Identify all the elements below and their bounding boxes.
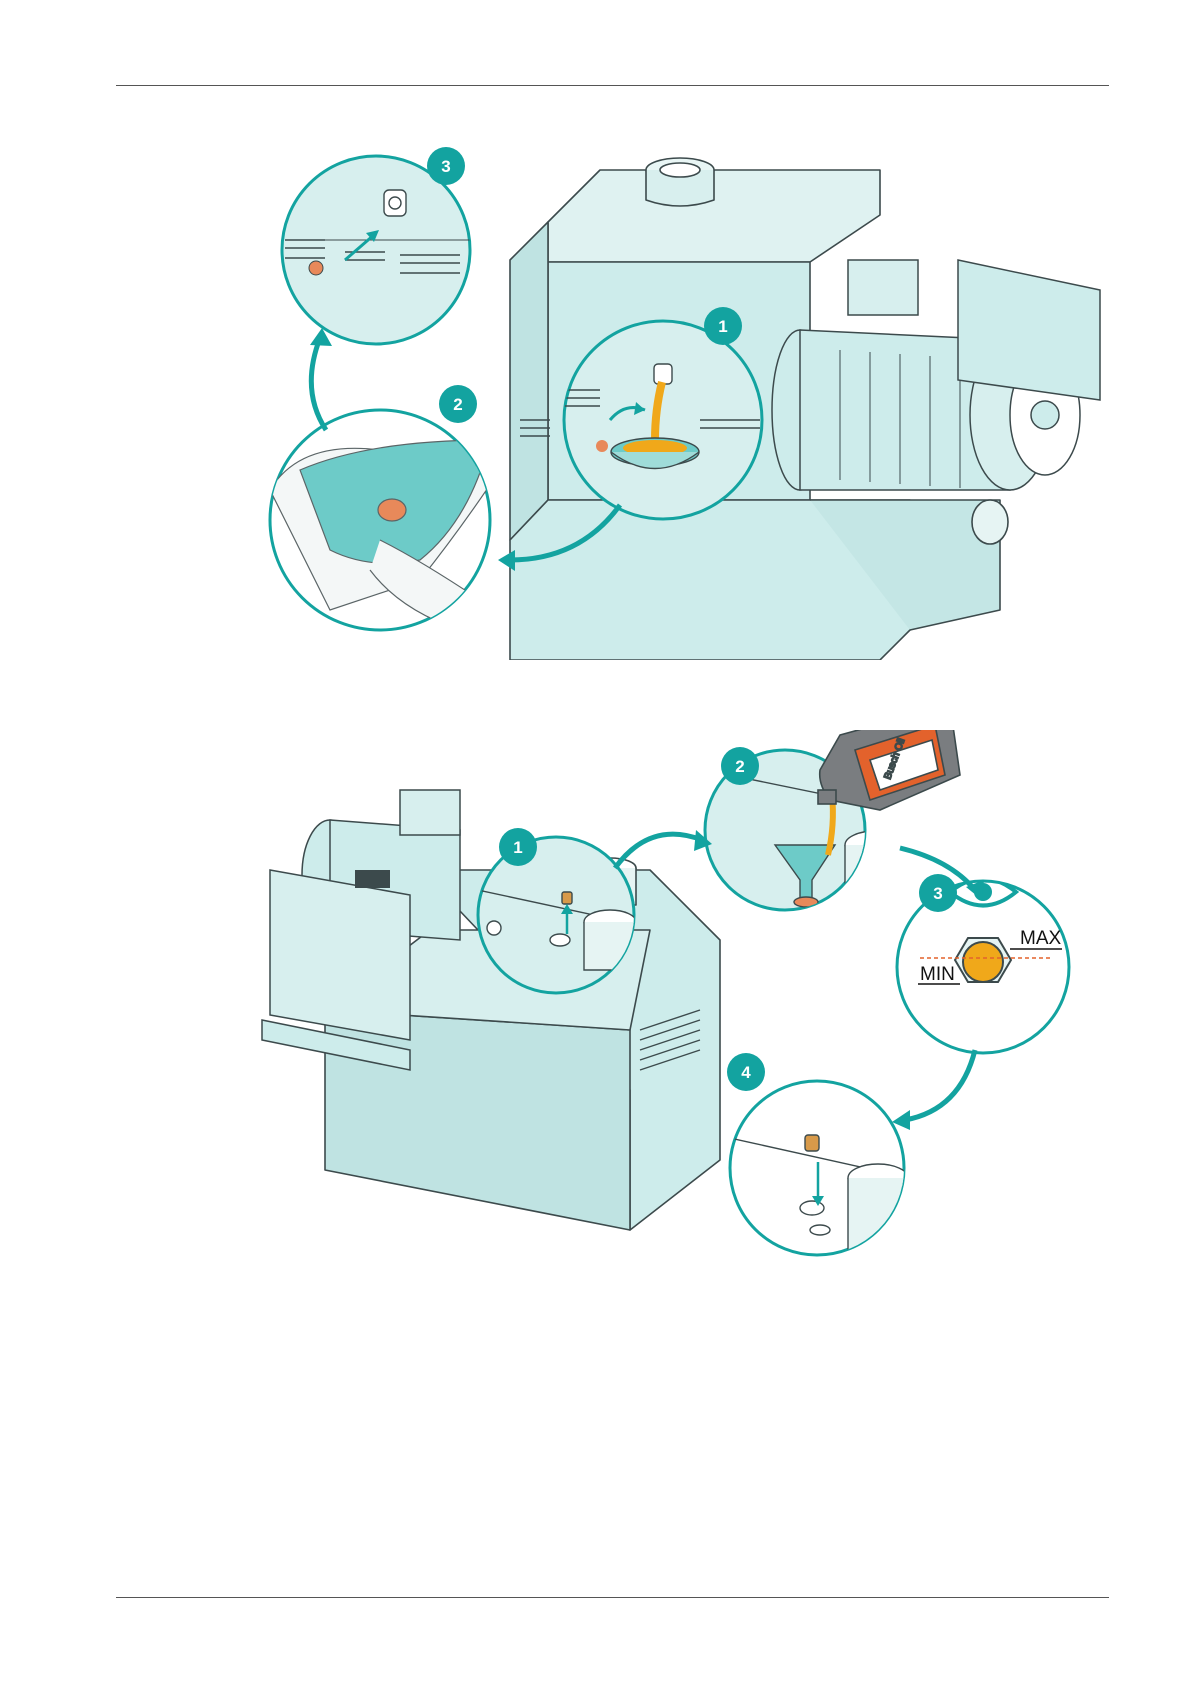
svg-text:3: 3 — [441, 157, 450, 176]
header-rule — [116, 85, 1109, 86]
step-3-inset-check-level: MIN MAX — [897, 879, 1069, 1054]
electric-motor — [772, 260, 1100, 490]
step-badge-2: 2 — [721, 747, 759, 785]
step-1-inset-drain — [560, 321, 762, 519]
level-max-label: MAX — [1020, 928, 1062, 949]
step-badge-1: 1 — [499, 828, 537, 866]
footer-rule — [116, 1597, 1109, 1598]
step-badge-2: 2 — [439, 385, 477, 423]
step-badge-3: 3 — [919, 874, 957, 912]
step-badge-4: 4 — [727, 1053, 765, 1091]
svg-text:1: 1 — [718, 317, 727, 336]
step-4-inset-refit-filler — [730, 1081, 910, 1255]
step-badge-3: 3 — [427, 147, 465, 185]
svg-text:4: 4 — [741, 1063, 751, 1082]
svg-text:2: 2 — [453, 395, 462, 414]
svg-text:3: 3 — [933, 884, 942, 903]
figure-oil-fill: Busch Oil MIN MAX — [0, 730, 1191, 1260]
figure-oil-drain: 3 2 1 — [0, 140, 1191, 660]
step-2-inset-wipe — [270, 410, 500, 630]
level-min-label: MIN — [920, 964, 955, 985]
svg-text:2: 2 — [735, 757, 744, 776]
oil-bottle-icon: Busch Oil — [818, 730, 960, 810]
svg-text:1: 1 — [513, 838, 522, 857]
step-badge-1: 1 — [704, 307, 742, 345]
